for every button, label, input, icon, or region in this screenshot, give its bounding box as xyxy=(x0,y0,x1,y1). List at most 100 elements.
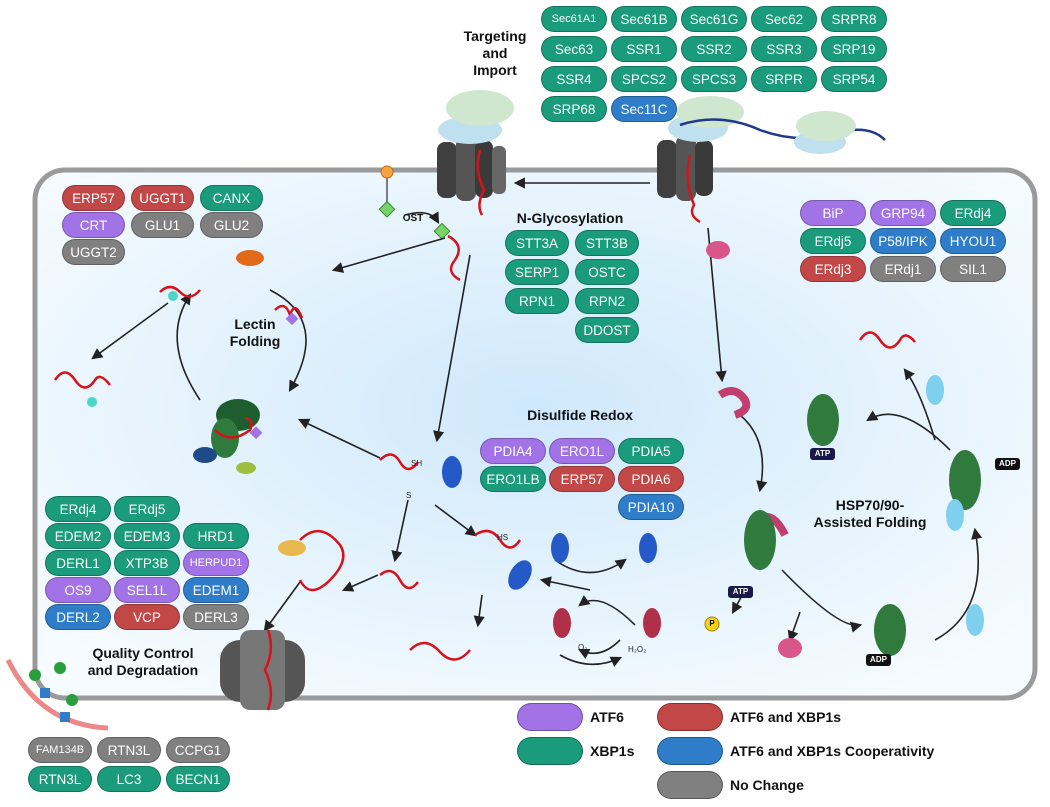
autophagy-gene-pill: CCPG1 xyxy=(166,737,230,763)
autophagy-gene-pill: RTN3L xyxy=(97,737,161,763)
targeting-gene-pill: SRP68 xyxy=(541,96,607,122)
legend-label-both: ATF6 and XBP1s xyxy=(730,709,841,725)
targeting-gene-pill: SPCS2 xyxy=(611,66,677,92)
nglyco-gene-pill: RPN2 xyxy=(575,288,639,314)
disulfide-gene-pill: ERP57 xyxy=(549,466,615,492)
hsp-cycle xyxy=(704,241,1020,666)
qc-gene-pill: ERdj4 xyxy=(45,496,111,522)
legend-swatch-none xyxy=(657,771,723,799)
nglyco-gene-pill: DDOST xyxy=(575,317,639,343)
disulfide-gene-pill: PDIA10 xyxy=(618,494,684,520)
qc-gene-pill: EDEM3 xyxy=(114,523,180,549)
targeting-gene-pill: Sec61G xyxy=(681,6,747,32)
atp-label-2: ATP xyxy=(732,587,749,596)
lectin-gene-pill: CANX xyxy=(200,185,263,211)
chem-labels: SH S HS O₂ H₂O₂ xyxy=(406,459,646,654)
phosphate-label: P xyxy=(709,619,715,628)
nglyco-gene-pill: RPN1 xyxy=(505,288,569,314)
nglyco-gene-pill: OSTC xyxy=(575,259,639,285)
svg-text:HS: HS xyxy=(497,533,508,542)
hsp-gene-pill: BiP xyxy=(800,200,866,226)
legend-swatch-atf6 xyxy=(517,703,583,731)
nglyco-gene-pill: STT3A xyxy=(505,230,569,256)
targeting-gene-pill: Sec61B xyxy=(611,6,677,32)
disulfide-gene-pill: ERO1L xyxy=(549,438,615,464)
degradation xyxy=(5,530,345,731)
autophagy-gene-pill: LC3 xyxy=(97,766,161,792)
qc-gene-pill: EDEM2 xyxy=(45,523,111,549)
qc-gene-pill: DERL1 xyxy=(45,550,111,576)
disulfide-gene-pill: PDIA5 xyxy=(618,438,684,464)
targeting-gene-pill: SSR4 xyxy=(541,66,607,92)
atp-label-1: ATP xyxy=(814,449,831,458)
hsp-gene-pill: ERdj4 xyxy=(940,200,1006,226)
qc-gene-pill: SEL1L xyxy=(114,577,180,603)
qc-gene-pill: HERPUD1 xyxy=(183,550,249,576)
nglyco-label: N-Glycosylation xyxy=(516,210,624,226)
lectin-gene-pill: ERP57 xyxy=(62,185,125,211)
legend-label-atf6: ATF6 xyxy=(590,709,624,725)
targeting-label: Targeting and Import xyxy=(463,28,527,78)
svg-text:S: S xyxy=(406,491,411,500)
svg-text:H₂O₂: H₂O₂ xyxy=(628,645,646,654)
targeting-gene-pill: Sec63 xyxy=(541,36,607,62)
targeting-gene-pill: Sec61A1 xyxy=(541,6,607,32)
calnexin-complex xyxy=(193,399,263,474)
targeting-gene-pill: Sec11C xyxy=(611,96,677,122)
legend-label-coop: ATF6 and XBP1s Cooperativity xyxy=(730,743,935,759)
lectin-gene-pill: UGGT2 xyxy=(62,239,125,265)
adp-label-1: ADP xyxy=(870,655,887,664)
qc-gene-pill: DERL3 xyxy=(183,604,249,630)
qc-gene-pill: OS9 xyxy=(45,577,111,603)
lectin-gene-pill: GLU2 xyxy=(200,212,263,238)
qc-gene-pill: HRD1 xyxy=(183,523,249,549)
disulfide-gene-pill: ERO1LB xyxy=(480,466,546,492)
protein-shapes xyxy=(5,241,1020,731)
disulfide-gene-pill: PDIA6 xyxy=(618,466,684,492)
lectin-gene-pill: CRT xyxy=(62,212,125,238)
hsp-gene-pill: ERdj1 xyxy=(870,256,936,282)
targeting-gene-pill: SPCS3 xyxy=(681,66,747,92)
hsp-gene-pill: HYOU1 xyxy=(940,228,1006,254)
arrows xyxy=(91,177,983,667)
lectin-label: Lectin Folding xyxy=(229,316,281,349)
legend-swatch-both xyxy=(657,703,723,731)
autophagy-gene-pill: BECN1 xyxy=(166,766,230,792)
nglyco-gene-pill: SERP1 xyxy=(505,259,569,285)
disulfide-folding xyxy=(379,453,661,661)
targeting-gene-pill: Sec62 xyxy=(751,6,817,32)
hsp-gene-pill: SIL1 xyxy=(940,256,1006,282)
targeting-gene-pill: SSR2 xyxy=(681,36,747,62)
translocon-right xyxy=(657,96,886,224)
hsp-gene-pill: ERdj5 xyxy=(800,228,866,254)
disulfide-gene-pill: PDIA4 xyxy=(480,438,546,464)
targeting-gene-pill: SSR3 xyxy=(751,36,817,62)
svg-text:SH: SH xyxy=(411,459,422,468)
lectin-gene-pill: GLU1 xyxy=(131,212,194,238)
qc-gene-pill: VCP xyxy=(114,604,180,630)
nglyco-gene-pill: STT3B xyxy=(575,230,639,256)
qc-gene-pill: EDEM1 xyxy=(183,577,249,603)
targeting-gene-pill: SRPR8 xyxy=(821,6,887,32)
legend-label-xbp1s: XBP1s xyxy=(590,743,635,759)
ost-glycan xyxy=(378,165,461,282)
targeting-gene-pill: SRP19 xyxy=(821,36,887,62)
autophagy-gene-pill: RTN3L xyxy=(28,766,92,792)
hsp-label: HSP70/90- Assisted Folding xyxy=(813,497,927,530)
qc-gene-pill: ERdj5 xyxy=(114,496,180,522)
hsp-gene-pill: P58/IPK xyxy=(870,228,936,254)
targeting-gene-pill: SRP54 xyxy=(821,66,887,92)
hsp-gene-pill: GRP94 xyxy=(870,200,936,226)
er-lumen xyxy=(32,167,1038,701)
disulfide-label: Disulfide Redox xyxy=(527,407,633,423)
translocon-left xyxy=(437,90,514,216)
targeting-gene-pill: SRPR xyxy=(751,66,817,92)
qc-label: Quality Control and Degradation xyxy=(87,645,199,678)
adp-label-2: ADP xyxy=(999,459,1016,468)
autophagy-gene-pill: FAM134B xyxy=(28,737,92,763)
legend-swatch-xbp1s xyxy=(517,737,583,765)
qc-gene-pill: XTP3B xyxy=(114,550,180,576)
legend-label-none: No Change xyxy=(730,777,804,793)
qc-gene-pill: DERL2 xyxy=(45,604,111,630)
